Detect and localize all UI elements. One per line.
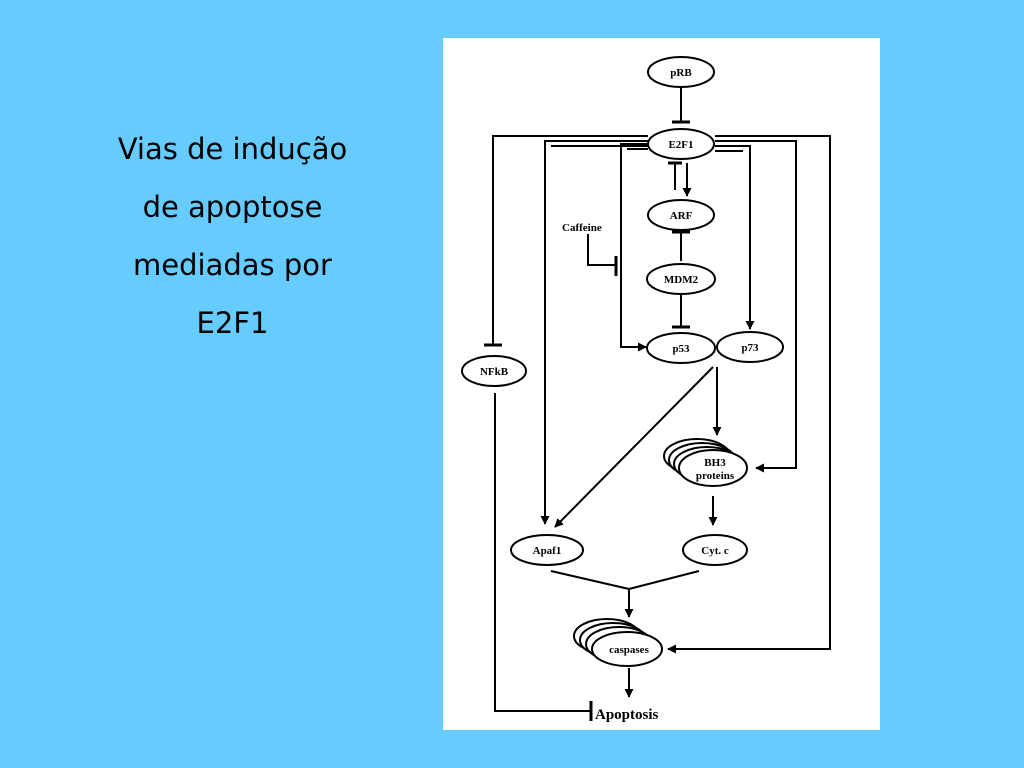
node-caspases-label: caspases — [609, 644, 649, 656]
node-e2f1: E2F1 — [647, 128, 715, 160]
title-line-1: Vias de indução — [117, 132, 348, 166]
node-p73: p73 — [716, 331, 784, 363]
pathway-edges — [484, 87, 831, 721]
node-cytc-label: Cyt. c — [701, 545, 729, 557]
edge-e2f1-apaf1 — [540, 140, 648, 525]
node-mdm2: MDM2 — [646, 263, 716, 295]
node-arf: ARF — [647, 199, 715, 231]
node-nfkb: NFkB — [461, 355, 527, 387]
apoptosis-label: Apoptosis — [595, 707, 659, 723]
edge-nfkb-apoptosis — [494, 393, 591, 712]
title-line-2: de apoptose — [142, 190, 323, 224]
pathway-diagram-svg: pRB E2F1 ARF MDM2 p53 p73 — [461, 56, 831, 723]
slide-title: Vias de indução de apoptose mediadas por… — [90, 120, 375, 352]
node-p53: p53 — [646, 332, 716, 364]
title-line-4: E2F1 — [196, 306, 269, 340]
node-arf-label: ARF — [670, 210, 693, 222]
node-p53-label: p53 — [672, 343, 690, 355]
edge-e2f1-p53 — [620, 143, 648, 352]
edge-e2f1-caspases — [667, 135, 831, 654]
node-e2f1-label: E2F1 — [668, 139, 693, 151]
edge-apaf1-merge — [550, 570, 630, 590]
edge-caffeine — [587, 234, 616, 266]
node-bh3-label-2: proteins — [696, 470, 735, 482]
edge-p53-apaf1 — [554, 366, 714, 528]
node-nfkb-label: NFkB — [480, 366, 509, 378]
node-caspases: caspases — [573, 618, 663, 667]
edge-e2f1-p73 — [715, 145, 755, 330]
edge-cytc-merge — [628, 570, 700, 590]
node-p73-label: p73 — [741, 342, 759, 354]
node-prb-label: pRB — [670, 67, 692, 79]
pathway-diagram: pRB E2F1 ARF MDM2 p53 p73 — [443, 38, 880, 730]
edge-e2f1-nfkb — [492, 135, 648, 345]
node-mdm2-label: MDM2 — [664, 274, 699, 286]
edge-e2f1-bh3 — [715, 140, 797, 473]
title-line-3: mediadas por — [133, 248, 332, 282]
node-apaf1-label: Apaf1 — [533, 545, 562, 557]
node-bh3-proteins: BH3 proteins — [663, 438, 748, 487]
node-cytc: Cyt. c — [682, 534, 748, 566]
node-prb: pRB — [647, 56, 715, 88]
node-apaf1: Apaf1 — [510, 534, 584, 566]
node-bh3-label-1: BH3 — [704, 457, 726, 469]
caffeine-label: Caffeine — [562, 222, 602, 234]
